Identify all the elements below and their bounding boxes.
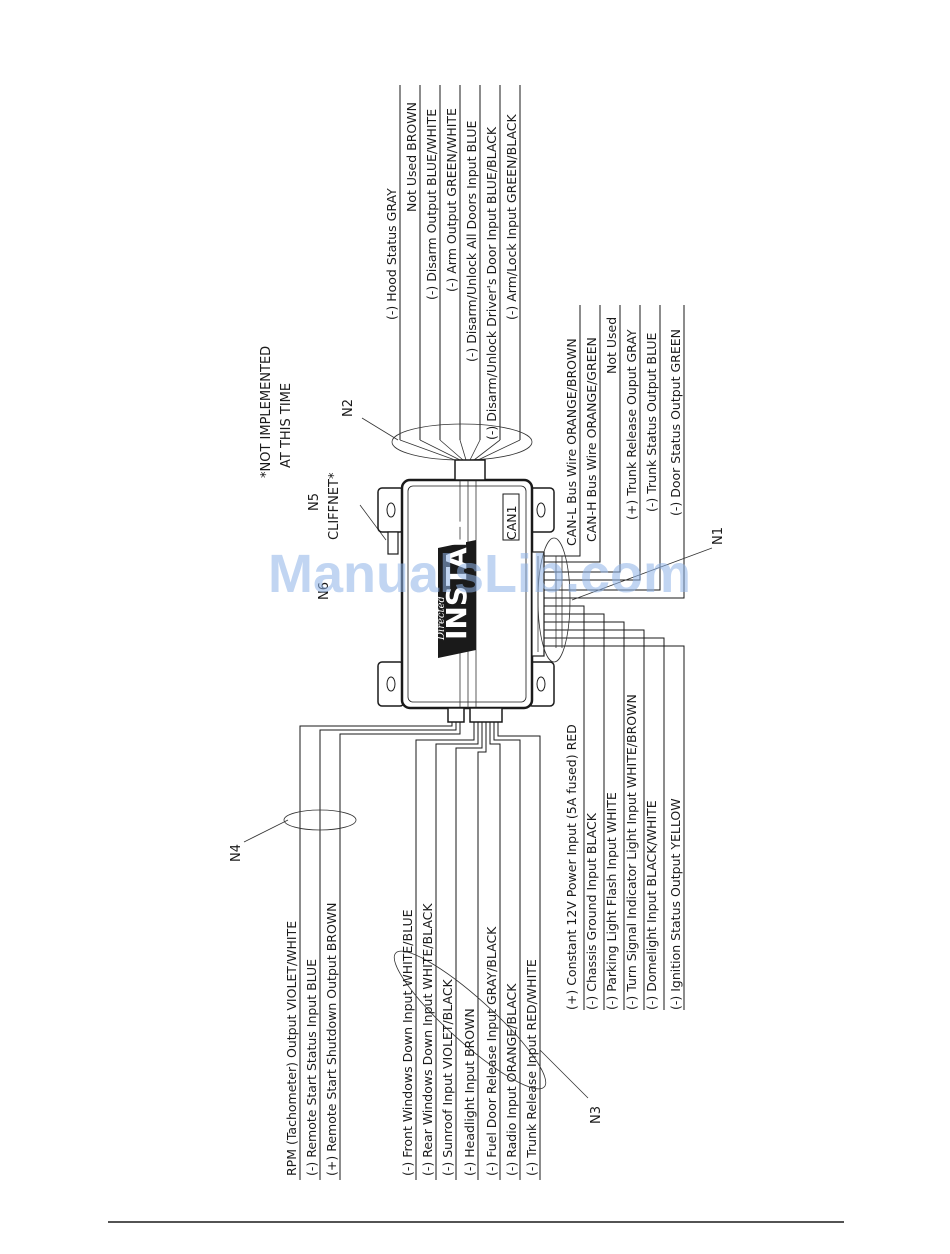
n1-wire-label: (+) Constant 12V Power Input (5A fused) … <box>564 724 579 1010</box>
n4-wire-label: (-) Remote Start Status Input BLUE <box>304 959 319 1176</box>
n1-wire-label: (-) Door Status Output GREEN <box>668 329 683 516</box>
connector-n1-tag: N1 <box>711 527 726 545</box>
n1-wire-label: (+) Trunk Release Ouput GRAY <box>624 329 639 520</box>
n3-wire-label: (-) Fuel Door Release Input GRAY/BLACK <box>484 926 499 1176</box>
can1-label: CAN1 <box>504 505 519 540</box>
watermark-text: ManualsLib.com <box>268 544 691 604</box>
n2-wire-label: Not Used BROWN <box>404 102 419 212</box>
n1-wire-label: CAN-L Bus Wire ORANGE/BROWN <box>564 338 579 546</box>
n1-wire-label: (-) Parking Light Flash Input WHITE <box>604 792 619 1010</box>
n1-group-ellipse <box>537 537 571 663</box>
not-implemented-note-line1: *NOT IMPLEMENTED <box>259 346 274 478</box>
n2-wire-label: (-) Hood Status GRAY <box>384 188 399 320</box>
n4-wire-group: RPM (Tachometer) Output VIOLET/WHITE (-)… <box>283 722 461 1180</box>
module-logo-script: Directed <box>436 596 447 641</box>
n3-group-ellipse <box>393 950 547 1090</box>
n4-wire-label: (+) Remote Start Shutdown Output BROWN <box>324 903 339 1177</box>
n1-wire-label: Not Used <box>604 317 619 374</box>
n1-wire-label: (-) Ignition Status Output YELLOW <box>668 798 683 1010</box>
n1-wire-label: CAN-H Bus Wire ORANGE/GREEN <box>584 337 599 542</box>
control-module: CAN1 INSTALL Directed <box>377 459 555 723</box>
n2-wire-label: (-) Arm Output GREEN/WHITE <box>444 108 459 292</box>
connector-n2-tag: N2 <box>341 399 356 417</box>
n2-group-ellipse <box>391 423 533 461</box>
n1-wire-label: (-) Trunk Status Output BLUE <box>644 333 659 512</box>
n2-wire-label: (-) Disarm/Unlock All Doors Input BLUE <box>464 120 479 362</box>
n3-wire-label: (-) Trunk Release Input RED/WHITE <box>524 959 539 1176</box>
connector-n3-tag: N3 <box>589 1106 604 1124</box>
n2-wire-label: (-) Disarm/Unlock Driver's Door Input BL… <box>484 126 499 440</box>
n1-wire-label: (-) Chassis Ground Input BLACK <box>584 812 599 1010</box>
module-logo-badge <box>438 540 476 658</box>
n1-wire-group: CAN-L Bus Wire ORANGE/BROWN CAN-H Bus Wi… <box>537 305 685 1010</box>
not-implemented-note-line2: AT THIS TIME <box>279 383 294 468</box>
n1-wire-label: (-) Domelight Input BLACK/WHITE <box>644 800 659 1010</box>
n3-wire-group: (-) Front Windows Down Input WHITE/BLUE … <box>393 722 547 1180</box>
n2-wire-group: (-) Hood Status GRAY Not Used BROWN (-) … <box>384 85 533 461</box>
module-logo-text: INSTALL <box>440 512 473 640</box>
connector-n5-tag: N5 <box>307 493 322 511</box>
n2-wire-label: (-) Arm/Lock Input GREEN/BLACK <box>504 113 519 320</box>
cliffnet-label: CLIFFNET* <box>327 472 342 540</box>
n3-wire-label: (-) Rear Windows Down Input WHITE/BLACK <box>420 903 435 1176</box>
n4-group-ellipse <box>283 809 357 831</box>
n3-wire-label: (-) Headlight Input BROWN <box>462 1008 477 1176</box>
n3-wire-label: (-) Front Windows Down Input WHITE/BLUE <box>400 909 415 1176</box>
connector-n4-tag: N4 <box>229 844 244 862</box>
n3-wire-label: (-) Sunroof Input VIOLET/BLACK <box>440 978 455 1176</box>
n2-wire-label: (-) Disarm Output BLUE/WHITE <box>424 109 439 300</box>
n3-wire-label: (-) Radio Input ORANGE/BLACK <box>504 983 519 1176</box>
connector-n6-tag: N6 <box>317 582 332 600</box>
n4-wire-label: RPM (Tachometer) Output VIOLET/WHITE <box>284 921 299 1176</box>
n1-wire-label: (-) Turn Signal Indicator Light Input WH… <box>624 694 639 1010</box>
